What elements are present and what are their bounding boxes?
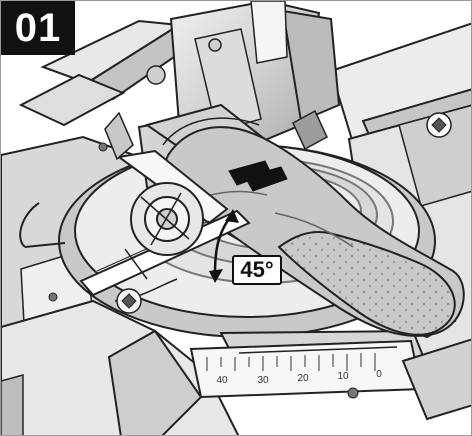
scale-label-10: 10 <box>337 371 349 382</box>
angle-label: 45° <box>232 255 282 285</box>
scale-label-20: 20 <box>297 373 309 384</box>
scale-label-0: 0 <box>376 369 382 380</box>
miter-scale: 40 30 20 10 0 <box>206 353 382 386</box>
scale-label-40: 40 <box>216 375 228 386</box>
step-number: 01 <box>1 1 75 55</box>
double-headed-arrow-icon <box>209 209 239 283</box>
scale-label-30: 30 <box>257 375 269 386</box>
